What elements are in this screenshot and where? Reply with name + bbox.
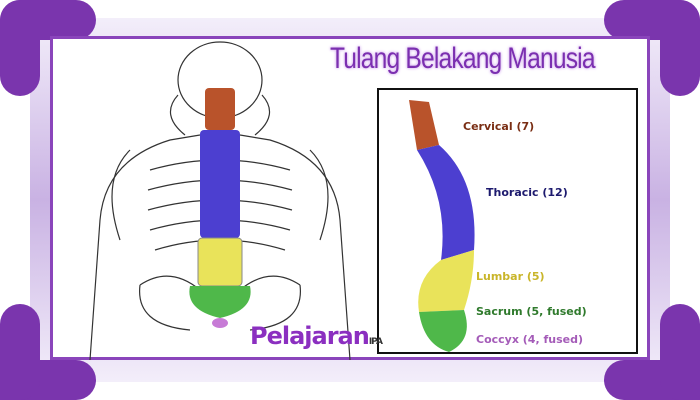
label-lumbar: Lumbar (5): [476, 270, 545, 283]
spine-side-illustration: [409, 100, 475, 352]
label-sacrum: Sacrum (5, fused): [476, 305, 587, 318]
label-coccyx: Coccyx (4, fused): [476, 333, 583, 346]
coccyx: [212, 318, 228, 328]
thoracic-vertebrae: [200, 130, 240, 238]
lumbar-vertebrae: [197, 237, 243, 287]
spine-side-view-box: Cervical (7) Thoracic (12) Lumbar (5) Sa…: [377, 88, 638, 354]
side-lumbar: [418, 250, 474, 312]
cervical-vertebrae: [205, 88, 235, 130]
frame-corner-tl-v: [0, 0, 40, 96]
sacrum: [189, 286, 251, 318]
frame-corner-br-v: [660, 304, 700, 400]
label-thoracic: Thoracic (12): [486, 186, 568, 199]
label-cervical: Cervical (7): [463, 120, 535, 133]
watermark-logo: PelajaranIPA: [250, 322, 383, 350]
frame-corner-bl-v: [0, 304, 40, 400]
back-skeleton-illustration: [89, 41, 351, 360]
page-title: Tulang Belakang Manusia: [330, 42, 596, 75]
side-thoracic: [417, 145, 475, 260]
frame-corner-tr-v: [660, 0, 700, 96]
side-cervical: [409, 100, 439, 150]
side-sacrum: [419, 310, 467, 352]
